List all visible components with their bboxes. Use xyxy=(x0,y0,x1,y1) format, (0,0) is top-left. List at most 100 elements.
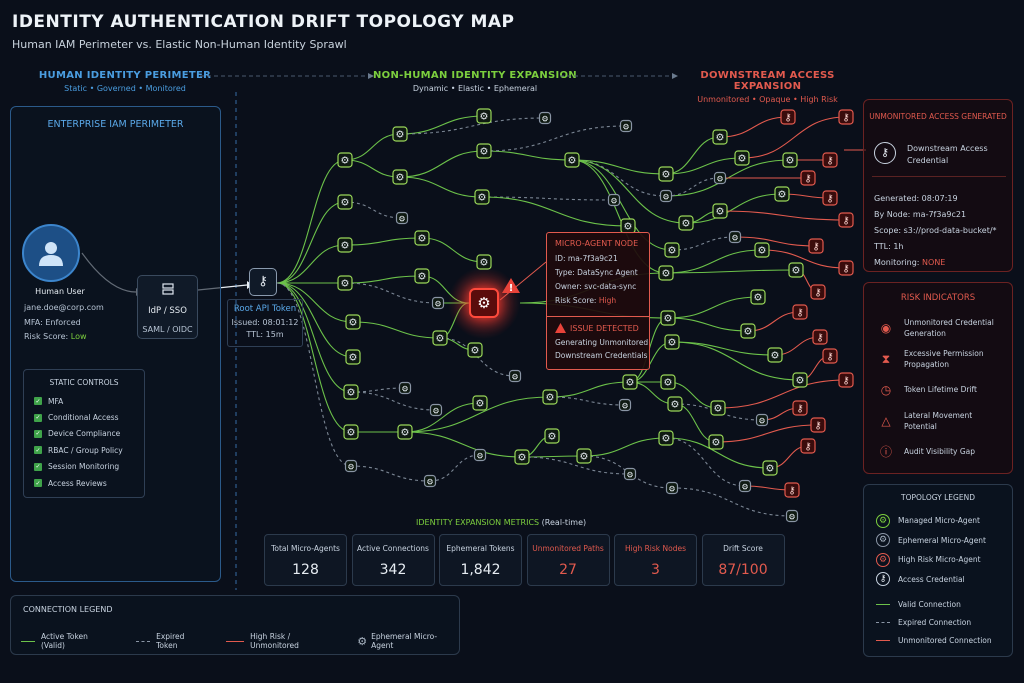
managed-node[interactable]: ⚙ xyxy=(708,434,724,450)
managed-node[interactable]: ⚙ xyxy=(476,143,492,159)
connection-edge xyxy=(521,455,585,458)
managed-node[interactable]: ⚙ xyxy=(397,424,413,440)
managed-node[interactable]: ⚙ xyxy=(343,384,359,400)
managed-node[interactable]: ⚙ xyxy=(392,169,408,185)
ephemeral-node[interactable]: ⚙ xyxy=(755,413,769,427)
high-risk-node[interactable]: ⚷ xyxy=(792,304,808,320)
ephemeral-node[interactable]: ⚙ xyxy=(508,369,522,383)
managed-node[interactable]: ⚙ xyxy=(337,237,353,253)
high-risk-node[interactable]: ⚷ xyxy=(822,152,838,168)
managed-node[interactable]: ⚙ xyxy=(622,374,638,390)
ephemeral-node[interactable]: ⚙ xyxy=(785,509,799,523)
connection-edge xyxy=(719,116,789,138)
managed-node[interactable]: ⚙ xyxy=(740,323,756,339)
ephemeral-node[interactable]: ⚙ xyxy=(619,119,633,133)
high-risk-node[interactable]: ⚷ xyxy=(812,329,828,345)
root-token-key[interactable]: ⚷ xyxy=(249,268,277,296)
high-risk-node[interactable]: ⚷ xyxy=(810,417,826,433)
managed-node[interactable]: ⚙ xyxy=(658,265,674,281)
ephemeral-node[interactable]: ⚙ xyxy=(344,459,358,473)
high-risk-node[interactable]: ⚷ xyxy=(792,400,808,416)
ephemeral-node[interactable]: ⚙ xyxy=(659,189,673,203)
managed-node[interactable]: ⚙ xyxy=(337,275,353,291)
micro-agent-details[interactable]: MICRO-AGENT NODE ID: ma-7f3a9c21 Type: D… xyxy=(546,232,650,370)
managed-node[interactable]: ⚙ xyxy=(542,389,558,405)
ephemeral-node[interactable]: ⚙ xyxy=(607,193,621,207)
managed-node[interactable]: ⚙ xyxy=(750,289,766,305)
high-risk-node[interactable]: ⚷ xyxy=(838,212,854,228)
managed-node[interactable]: ⚙ xyxy=(414,268,430,284)
managed-node[interactable]: ⚙ xyxy=(658,430,674,446)
managed-node[interactable]: ⚙ xyxy=(392,126,408,142)
ephemeral-node[interactable]: ⚙ xyxy=(423,474,437,488)
high-risk-node[interactable]: ⚷ xyxy=(822,348,838,364)
micro-agent-node[interactable]: ⚙ xyxy=(469,288,499,318)
managed-node[interactable]: ⚙ xyxy=(664,242,680,258)
high-risk-node[interactable]: ⚷ xyxy=(810,284,826,300)
ephemeral-node[interactable]: ⚙ xyxy=(395,211,409,225)
managed-node[interactable]: ⚙ xyxy=(667,396,683,412)
managed-node[interactable]: ⚙ xyxy=(576,448,592,464)
managed-node[interactable]: ⚙ xyxy=(754,242,770,258)
managed-node[interactable]: ⚙ xyxy=(467,342,483,358)
managed-node[interactable]: ⚙ xyxy=(514,449,530,465)
ephemeral-node[interactable]: ⚙ xyxy=(618,398,632,412)
root-token-card[interactable]: Root API Token Issued: 08:01:12 TTL: 15m xyxy=(227,299,303,347)
high-risk-node[interactable]: ⚷ xyxy=(784,482,800,498)
ephemeral-node[interactable]: ⚙ xyxy=(538,111,552,125)
managed-node[interactable]: ⚙ xyxy=(712,203,728,219)
high-risk-node[interactable]: ⚷ xyxy=(838,372,854,388)
managed-node[interactable]: ⚙ xyxy=(762,460,778,476)
high-risk-node[interactable]: ⚷ xyxy=(838,260,854,276)
managed-node[interactable]: ⚙ xyxy=(476,254,492,270)
ephemeral-node[interactable]: ⚙ xyxy=(623,467,637,481)
managed-node[interactable]: ⚙ xyxy=(792,372,808,388)
managed-node[interactable]: ⚙ xyxy=(414,230,430,246)
ephemeral-node[interactable]: ⚙ xyxy=(431,296,445,310)
ephemeral-node[interactable]: ⚙ xyxy=(728,230,742,244)
risk-indicator-line2: Propagation xyxy=(904,359,949,369)
managed-node[interactable]: ⚙ xyxy=(337,152,353,168)
managed-node[interactable]: ⚙ xyxy=(774,186,790,202)
managed-node[interactable]: ⚙ xyxy=(345,349,361,365)
managed-node[interactable]: ⚙ xyxy=(658,166,674,182)
managed-node[interactable]: ⚙ xyxy=(472,395,488,411)
managed-node[interactable]: ⚙ xyxy=(710,400,726,416)
managed-node[interactable]: ⚙ xyxy=(476,108,492,124)
managed-node[interactable]: ⚙ xyxy=(712,129,728,145)
managed-node[interactable]: ⚙ xyxy=(337,194,353,210)
high-risk-node[interactable]: ⚷ xyxy=(800,170,816,186)
managed-node[interactable]: ⚙ xyxy=(678,215,694,231)
managed-node[interactable]: ⚙ xyxy=(544,428,560,444)
ephemeral-node[interactable]: ⚙ xyxy=(429,403,443,417)
high-risk-node[interactable]: ⚷ xyxy=(822,190,838,206)
managed-node[interactable]: ⚙ xyxy=(734,150,750,166)
idp-sso-card[interactable]: IdP / SSO SAML / OIDC xyxy=(137,275,198,339)
managed-node[interactable]: ⚙ xyxy=(343,424,359,440)
svg-text:⚙: ⚙ xyxy=(786,156,795,167)
ephemeral-node[interactable]: ⚙ xyxy=(713,171,727,185)
managed-node[interactable]: ⚙ xyxy=(788,262,804,278)
managed-node[interactable]: ⚙ xyxy=(564,152,580,168)
high-risk-node[interactable]: ⚷ xyxy=(780,109,796,125)
managed-node[interactable]: ⚙ xyxy=(767,347,783,363)
managed-node[interactable]: ⚙ xyxy=(432,330,448,346)
high-risk-node[interactable]: ⚷ xyxy=(800,438,816,454)
ephemeral-node[interactable]: ⚙ xyxy=(665,481,679,495)
managed-node[interactable]: ⚙ xyxy=(660,374,676,390)
high-risk-node[interactable]: ⚷ xyxy=(808,238,824,254)
managed-node[interactable]: ⚙ xyxy=(660,310,676,326)
human-user-avatar[interactable] xyxy=(22,224,80,282)
ephemeral-node[interactable]: ⚙ xyxy=(398,381,412,395)
svg-text:⚙: ⚙ xyxy=(716,207,725,218)
managed-node[interactable]: ⚙ xyxy=(664,334,680,350)
ephemeral-node[interactable]: ⚙ xyxy=(738,479,752,493)
managed-node[interactable]: ⚙ xyxy=(782,152,798,168)
high-risk-node[interactable]: ⚷ xyxy=(838,109,854,125)
ephemeral-node[interactable]: ⚙ xyxy=(473,448,487,462)
managed-node[interactable]: ⚙ xyxy=(474,189,490,205)
legend-highrisk: High Risk / Unmonitored xyxy=(250,632,299,650)
connection-edge xyxy=(671,341,776,356)
managed-node[interactable]: ⚙ xyxy=(620,218,636,234)
managed-node[interactable]: ⚙ xyxy=(345,314,361,330)
